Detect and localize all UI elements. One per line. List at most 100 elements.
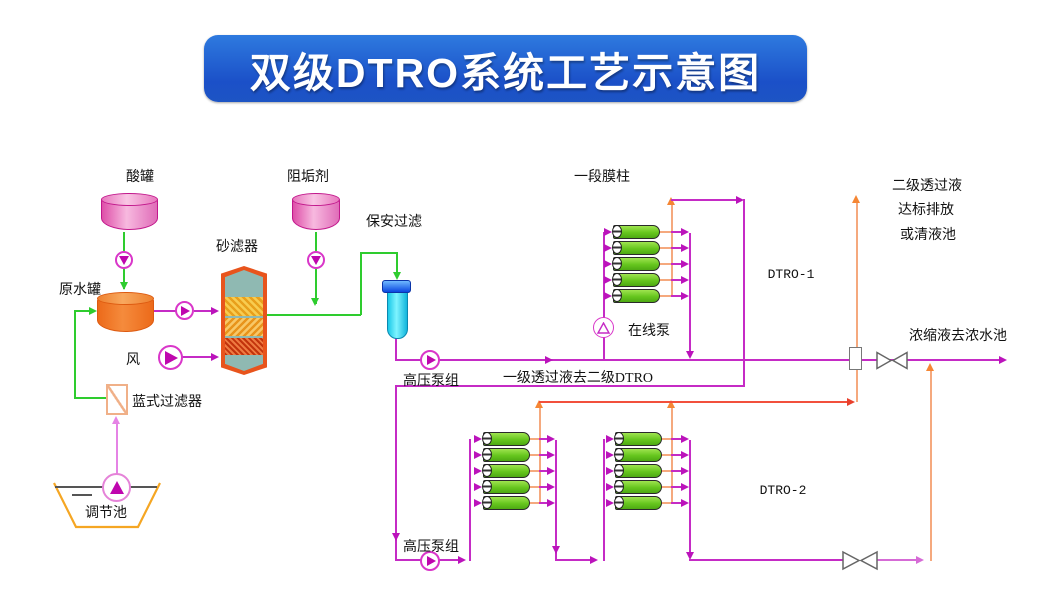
flow-arrow: [545, 355, 553, 364]
antiscalant-dosing-pump: [307, 251, 325, 269]
raw-water-pump: [175, 301, 194, 320]
membrane-end-disc: [482, 480, 492, 493]
pipe-bank2-feed-riser: [603, 439, 605, 561]
membrane-module: [482, 448, 530, 462]
acid-dosing-pump: [115, 251, 133, 269]
flow-arrow: [681, 451, 689, 459]
membrane-module: [614, 496, 662, 510]
concentrate-stub: [671, 502, 683, 504]
flow-arrow: [606, 435, 614, 443]
pipe-sandfilter-out: [360, 252, 398, 254]
flow-arrow: [999, 355, 1007, 364]
pipe-tank-out: [194, 310, 212, 312]
flow-arrow: [847, 397, 855, 406]
raw-water-tank-label: 原水罐: [59, 283, 101, 298]
pipe-to-security-filter: [396, 252, 398, 276]
flow-arrow: [681, 499, 689, 507]
flow-arrow: [474, 467, 482, 475]
membrane-module: [614, 432, 662, 446]
stage1-membrane-label: 一段膜柱: [574, 170, 630, 185]
high-pressure-pump-1: [420, 350, 440, 370]
concentrate-out-label: 浓缩液去浓水池: [909, 329, 1007, 344]
concentrate-stub: [671, 454, 683, 456]
pipe-air: [182, 356, 212, 358]
membrane-end-disc: [614, 480, 624, 493]
membrane-module: [614, 464, 662, 478]
pump-triangle-icon: [426, 556, 436, 566]
pipe-stage1-permeate-riser: [670, 205, 673, 297]
adjust-pool-label: 调节池: [85, 506, 127, 521]
pipe-stage2-feed: [439, 559, 459, 561]
online-pump-label: 在线泵: [628, 324, 670, 339]
flow-arrow: [606, 467, 614, 475]
flow-arrow: [606, 451, 614, 459]
pipe-stage2-permeate-header: [539, 401, 848, 403]
concentrate-stub: [671, 247, 683, 249]
flow-arrow: [311, 298, 319, 306]
pipe-bank1-feed-riser: [468, 439, 471, 561]
sand-layer: [225, 337, 263, 355]
flow-arrow: [474, 451, 482, 459]
flow-arrow: [926, 363, 934, 371]
basket-filter: [106, 384, 128, 415]
concentrate-stub: [671, 295, 683, 297]
air-blower-pump: [158, 345, 183, 370]
pipe-bank2-collector: [689, 440, 691, 554]
flow-arrow: [590, 555, 598, 564]
flow-arrow: [547, 451, 555, 459]
pipe-stage2-permeate-riser: [855, 203, 858, 402]
flow-arrow: [547, 467, 555, 475]
basket-filter-label: 蓝式过滤器: [132, 395, 202, 410]
pipe-bank2-permeate-riser: [670, 408, 673, 504]
concentrate-stub: [671, 231, 683, 233]
permeate-stub: [659, 470, 671, 472]
concentrate-stub: [671, 279, 683, 281]
concentrate-stub: [539, 438, 549, 440]
pipe-pool-to-basket: [115, 424, 118, 474]
pipe-stage2-concentrate: [689, 559, 843, 561]
sand-layer: [225, 297, 263, 317]
acid-tank-top: [101, 193, 158, 206]
concentrate-stub: [671, 438, 683, 440]
flow-arrow: [604, 292, 612, 300]
sand-filter: [221, 266, 267, 375]
permeate-stub: [659, 454, 671, 456]
air-label: 风: [126, 353, 140, 368]
membrane-end-disc: [482, 496, 492, 509]
pump-triangle-icon: [311, 256, 321, 265]
concentrate-stub: [671, 470, 683, 472]
flow-arrow: [681, 292, 689, 300]
permeate-stub: [659, 438, 671, 440]
flow-arrow: [391, 533, 400, 541]
membrane-end-disc: [614, 464, 624, 477]
flow-arrow: [474, 435, 482, 443]
permeate-stub: [527, 502, 539, 504]
flow-arrow: [547, 499, 555, 507]
membrane-end-disc: [614, 496, 624, 509]
flow-arrow: [551, 546, 560, 554]
pool-lift-pump: [102, 473, 131, 502]
permeate-stub: [527, 438, 539, 440]
security-filter-cap: [382, 280, 411, 293]
stage2-permeate-label-3: 或清液池: [900, 228, 956, 243]
pipe-basket-to-tank: [74, 310, 76, 399]
permeate-stub: [659, 502, 671, 504]
pipe-security-out: [395, 338, 397, 361]
pipe-concentrate-riser: [929, 371, 932, 561]
water-level-mark: [72, 494, 92, 496]
permeate-stub: [659, 486, 671, 488]
permeate-stub: [657, 231, 671, 233]
antiscalant-tank-top: [292, 193, 340, 206]
flow-arrow: [681, 260, 689, 268]
flow-arrow: [916, 555, 924, 564]
permeate-stub: [527, 454, 539, 456]
raw-water-tank-top: [97, 292, 154, 305]
flow-arrow: [547, 435, 555, 443]
pipe-stage1-permeate: [671, 199, 737, 201]
raw-water-tank-body: [97, 299, 154, 332]
open-triangle-icon: [597, 321, 610, 334]
pipe-main-feed: [439, 359, 1001, 361]
pipe-stage1-collector: [689, 233, 691, 352]
flow-arrow: [681, 435, 689, 443]
